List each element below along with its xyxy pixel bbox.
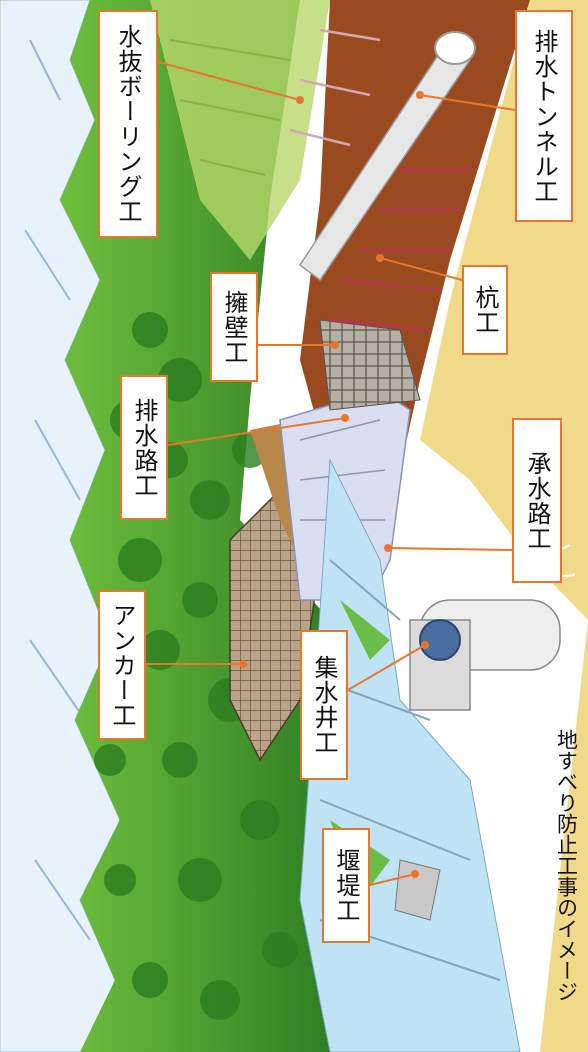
label-embankment: 堰堤工 [322,828,370,943]
leader-water-channel [387,547,513,551]
retaining-wall-structure [319,319,421,411]
caption-text: 地すべり防止工事のイメージ [554,728,579,1002]
label-drainage-channel: 排水路工 [120,375,168,520]
label-catchment-well-text: 集水井工 [310,655,338,755]
label-retaining-wall-text: 擁壁工 [220,289,248,365]
leader-pile [379,257,463,281]
leader-drain-tunnel [419,94,516,111]
label-anchor: アンカー工 [98,590,146,740]
label-embankment-text: 堰堤工 [332,848,360,923]
caption: 地すべり防止工事のイメージ [548,680,584,1050]
label-water-channel: 承水路工 [512,418,562,583]
leader-drain-boring [157,61,301,101]
label-catchment-well: 集水井工 [300,630,348,780]
leader-drainage-channel [167,417,346,446]
label-water-channel-text: 承水路工 [523,450,551,551]
label-pile-text: 杭工 [471,285,499,335]
label-drainage-channel-text: 排水路工 [130,397,158,498]
leader-embankment [369,873,416,886]
label-drain-boring: 水抜ボーリング工 [98,10,158,238]
green-hills [60,0,330,1052]
label-drain-tunnel-text: 排水トンネル工 [530,28,558,204]
label-pile: 杭工 [462,265,508,355]
embankment-structure [394,859,441,921]
label-retaining-wall: 擁壁工 [210,272,258,382]
label-anchor-text: アンカー工 [108,602,136,728]
leader-catchment-well [347,644,426,691]
label-drain-boring-text: 水抜ボーリング工 [114,24,142,224]
label-drain-tunnel: 排水トンネル工 [515,10,573,222]
